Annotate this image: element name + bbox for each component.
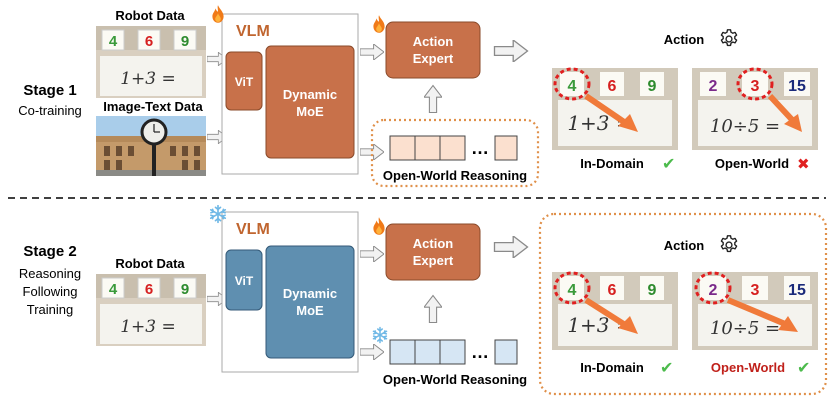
- stage2-subtitle-1: Reasoning: [19, 266, 81, 281]
- stage2-arrow-reasoning-to-expert: [424, 294, 442, 324]
- stage1-expert-label-1: Action: [413, 34, 454, 49]
- stage1-reasoning-tokens: …: [389, 135, 518, 161]
- svg-text:15: 15: [788, 78, 806, 95]
- svg-text:…: …: [471, 138, 489, 158]
- stage2-gear-icon: [720, 235, 738, 253]
- stage2-in-domain-check-icon: ✔: [660, 360, 673, 377]
- stage2-in-domain-card: 4 6 9 1+3 =: [552, 271, 678, 350]
- stage1-arrow-vlm-to-reasoning: [360, 144, 384, 160]
- image-text-photo: [96, 116, 206, 176]
- stage2-moe-label-1: Dynamic: [283, 286, 337, 301]
- stage2-action-expert: [385, 223, 481, 281]
- svg-text:10÷5 =: 10÷5 =: [710, 318, 780, 339]
- svg-text:6: 6: [608, 282, 617, 299]
- svg-text:6: 6: [608, 78, 617, 95]
- stage1-robot-data-label: Robot Data: [115, 8, 185, 23]
- stage2-action-box: [538, 212, 828, 396]
- stage1-reasoning-label: Open-World Reasoning: [383, 168, 527, 183]
- stage1-in-domain-check-icon: ✔: [662, 156, 675, 173]
- svg-text:9: 9: [181, 281, 189, 298]
- stage2-subtitle-3: Training: [27, 302, 73, 317]
- stage1-moe-block: [265, 45, 355, 159]
- stage1-vit-label: ViT: [235, 75, 254, 89]
- svg-text:15: 15: [788, 282, 806, 299]
- stage1-open-world-label: Open-World: [715, 156, 789, 171]
- stage1-image-text-label: Image-Text Data: [103, 99, 203, 114]
- svg-text:1+3 =: 1+3 =: [120, 69, 176, 89]
- svg-text:9: 9: [648, 78, 657, 95]
- svg-text:4: 4: [109, 33, 118, 50]
- stage1-arrow-expert-to-action: [493, 40, 529, 62]
- stage1-open-world-cross-icon: ✖: [797, 156, 810, 173]
- stage1-arrow-reasoning-to-expert: [424, 84, 442, 114]
- stage2-robot-image: 4 6 9 1+3 =: [96, 274, 206, 346]
- stage1-moe-label-1: Dynamic: [283, 87, 337, 102]
- stage2-action-label: Action: [664, 238, 705, 253]
- svg-text:2: 2: [709, 78, 718, 95]
- stage2-open-world-check-icon: ✔: [797, 360, 810, 377]
- stage2-robot-data-label: Robot Data: [115, 256, 185, 271]
- svg-text:1+3 =: 1+3 =: [120, 317, 176, 337]
- stage2-expert-label-1: Action: [413, 236, 454, 251]
- stage1-vlm-flame-icon: [212, 5, 224, 23]
- svg-text:3: 3: [751, 282, 760, 299]
- svg-text:4: 4: [568, 78, 577, 95]
- svg-text:…: …: [471, 342, 489, 362]
- stage2-reasoning-tokens: …: [389, 339, 518, 365]
- stage1-arrow-vlm-to-expert: [360, 44, 384, 60]
- svg-text:2: 2: [709, 282, 718, 299]
- svg-text:3: 3: [751, 78, 760, 95]
- svg-text:10÷5 =: 10÷5 =: [710, 116, 780, 137]
- stage1-vit-block: [225, 51, 263, 111]
- svg-text:4: 4: [568, 282, 577, 299]
- stage2-reasoning-label: Open-World Reasoning: [383, 372, 527, 387]
- stage2-moe-label-2: MoE: [296, 303, 324, 318]
- stage1-action-label: Action: [664, 32, 705, 47]
- stage2-open-world-label: Open-World: [711, 360, 785, 375]
- stage2-reasoning-snowflake-icon: [372, 326, 388, 344]
- stage1-subtitle: Co-training: [18, 103, 82, 118]
- stage1-open-world-card: 2 3 15 10÷5 =: [692, 67, 818, 150]
- stage2-in-domain-label: In-Domain: [580, 360, 644, 375]
- stage1-title: Stage 1: [23, 82, 76, 99]
- stage1-vlm-label: VLM: [236, 23, 270, 40]
- stage2-open-world-card: 2 3 15 10÷5 =: [692, 271, 818, 350]
- stage1-in-domain-card: 4 6 9 1+3 =: [552, 67, 678, 150]
- stage2-arrow-vlm-to-expert: [360, 246, 384, 262]
- stage2-expert-label-2: Expert: [413, 253, 454, 268]
- stage2-vlm-label: VLM: [236, 221, 270, 238]
- stage1-gear-icon: [720, 29, 738, 47]
- stage1-moe-label-2: MoE: [296, 104, 324, 119]
- stage2-arrow-vlm-to-reasoning: [360, 344, 384, 360]
- stage1-expert-flame-icon: [373, 15, 385, 33]
- svg-text:6: 6: [145, 281, 153, 298]
- stage2-expert-flame-icon: [373, 217, 385, 235]
- svg-text:6: 6: [145, 33, 153, 50]
- svg-text:4: 4: [109, 281, 118, 298]
- svg-text:9: 9: [648, 282, 657, 299]
- stage1-robot-image: 4 6 9 1+3 =: [96, 26, 206, 98]
- stage2-vit-label: ViT: [235, 274, 254, 288]
- stage2-moe-block: [265, 245, 355, 359]
- stage1-in-domain-label: In-Domain: [580, 156, 644, 171]
- stage1-reasoning-box: [370, 118, 540, 188]
- stage1-action-expert: [385, 21, 481, 79]
- stage2-subtitle-2: Following: [23, 284, 78, 299]
- svg-text:9: 9: [181, 33, 189, 50]
- stage1-expert-label-2: Expert: [413, 51, 454, 66]
- stage2-vit-block: [225, 249, 263, 311]
- stage2-title: Stage 2: [23, 243, 76, 260]
- stage2-arrow-expert-to-action: [493, 236, 529, 258]
